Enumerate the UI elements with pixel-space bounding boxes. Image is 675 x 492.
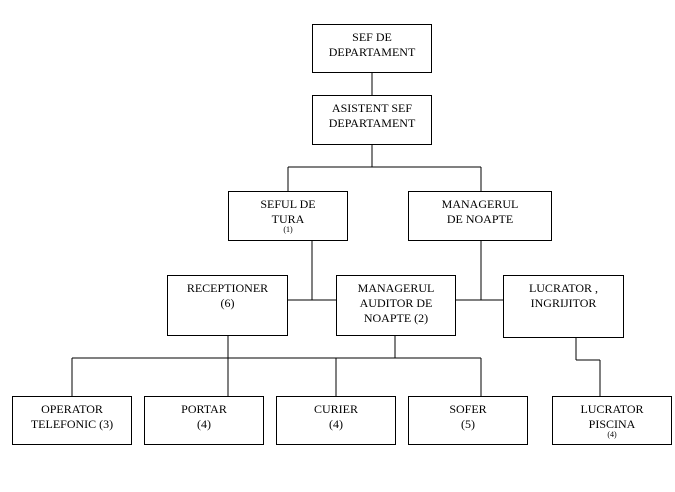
box-portar: PORTAR (4): [144, 396, 264, 445]
box-operator-telefonic: OPERATOR TELEFONIC (3): [12, 396, 132, 445]
box-lucrator-ingrijitor: LUCRATOR , INGRIJITOR: [503, 275, 624, 338]
box-sef-departament: SEF DE DEPARTAMENT: [312, 24, 432, 73]
box-receptioner: RECEPTIONER (6): [167, 275, 288, 336]
box-lucrator-piscina: LUCRATOR PISCINA (4): [552, 396, 672, 445]
box-managerul-de-noapte: MANAGERUL DE NOAPTE: [408, 191, 552, 241]
box-asistent-sef-departament: ASISTENT SEF DEPARTAMENT: [312, 95, 432, 145]
box-curier: CURIER (4): [276, 396, 396, 445]
box-seful-de-tura: SEFUL DE TURA (1): [228, 191, 348, 241]
box-managerul-auditor: MANAGERUL AUDITOR DE NOAPTE (2): [336, 275, 456, 336]
box-sofer: SOFER (5): [408, 396, 528, 445]
